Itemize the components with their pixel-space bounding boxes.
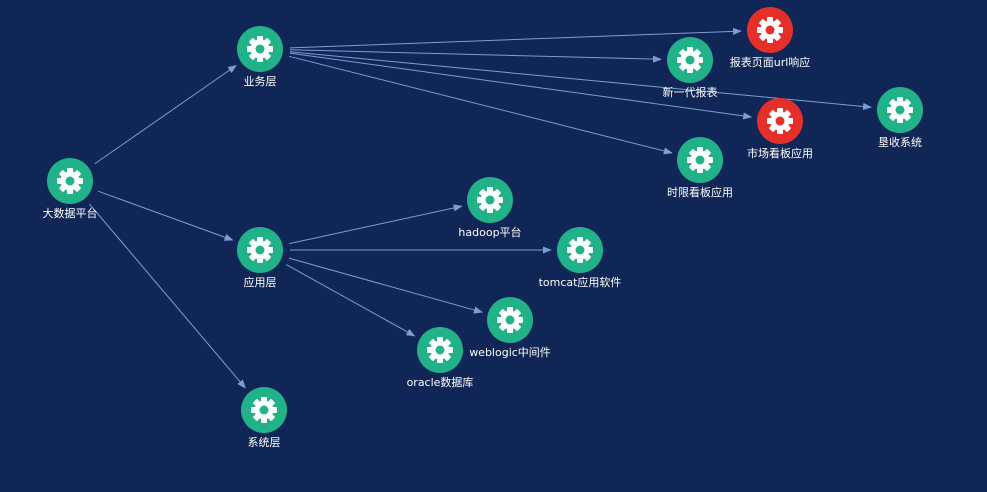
gear-icon: [247, 36, 273, 62]
node-market[interactable]: 市场看板应用: [720, 98, 840, 168]
node-label: weblogic中间件: [469, 346, 551, 359]
node-label: 大数据平台: [42, 207, 98, 220]
node-label: oracle数据库: [406, 376, 474, 389]
gear-icon: [767, 108, 793, 134]
gear-icon: [757, 17, 783, 43]
node-status-circle: [677, 137, 723, 183]
edge-app-to-hadoop: [289, 204, 463, 245]
node-tomcat[interactable]: tomcat应用软件: [520, 227, 640, 297]
node-label: 业务层: [243, 75, 277, 88]
node-status-circle: [237, 227, 283, 273]
node-hadoop[interactable]: hadoop平台: [430, 177, 550, 247]
node-oracle[interactable]: oracle数据库: [380, 327, 500, 397]
node-weblogic[interactable]: weblogic中间件: [450, 297, 570, 367]
node-label: 应用层: [243, 276, 277, 289]
edge-business-to-collect: [289, 51, 872, 111]
node-bigdata[interactable]: 大数据平台: [10, 158, 130, 228]
gear-icon: [57, 168, 83, 194]
gear-icon: [567, 237, 593, 263]
node-timelimit[interactable]: 时限看板应用: [640, 137, 760, 207]
edge-bigdata-to-app: [98, 190, 234, 241]
node-label: 报表页面url响应: [729, 56, 811, 69]
node-newreport[interactable]: 新一代报表: [630, 37, 750, 107]
node-collect[interactable]: 垦收系统: [840, 87, 960, 157]
node-status-circle: [757, 98, 803, 144]
edge-business-to-timelimit: [288, 55, 673, 155]
edge-business-to-market: [289, 52, 753, 120]
gear-icon: [887, 97, 913, 123]
node-app[interactable]: 应用层: [200, 227, 320, 297]
node-label: hadoop平台: [458, 226, 522, 239]
gear-icon: [251, 397, 277, 423]
node-status-circle: [47, 158, 93, 204]
node-business[interactable]: 业务层: [200, 26, 320, 96]
edge-bigdata-to-business: [94, 64, 237, 165]
node-label: 时限看板应用: [667, 186, 733, 199]
node-report_url[interactable]: 报表页面url响应: [710, 7, 830, 77]
gear-icon: [687, 147, 713, 173]
node-label: 垦收系统: [878, 136, 922, 149]
gear-icon: [477, 187, 503, 213]
node-label: 系统层: [247, 436, 281, 449]
node-status-circle: [487, 297, 533, 343]
node-label: 新一代报表: [662, 86, 718, 99]
node-status-circle: [667, 37, 713, 83]
node-label: tomcat应用软件: [538, 276, 622, 289]
gear-icon: [427, 337, 453, 363]
node-label: 市场看板应用: [747, 147, 813, 160]
edge-business-to-newreport: [289, 49, 662, 63]
gear-icon: [497, 307, 523, 333]
node-status-circle: [417, 327, 463, 373]
node-status-circle: [747, 7, 793, 53]
node-status-circle: [877, 87, 923, 133]
gear-icon: [247, 237, 273, 263]
node-status-circle: [237, 26, 283, 72]
node-system[interactable]: 系统层: [204, 387, 324, 457]
gear-icon: [677, 47, 703, 73]
node-status-circle: [557, 227, 603, 273]
edge-app-to-weblogic: [288, 257, 483, 314]
edge-bigdata-to-system: [89, 203, 246, 389]
edge-app-to-oracle: [285, 264, 416, 337]
node-status-circle: [467, 177, 513, 223]
node-status-circle: [241, 387, 287, 433]
edge-business-to-report_url: [289, 27, 742, 49]
